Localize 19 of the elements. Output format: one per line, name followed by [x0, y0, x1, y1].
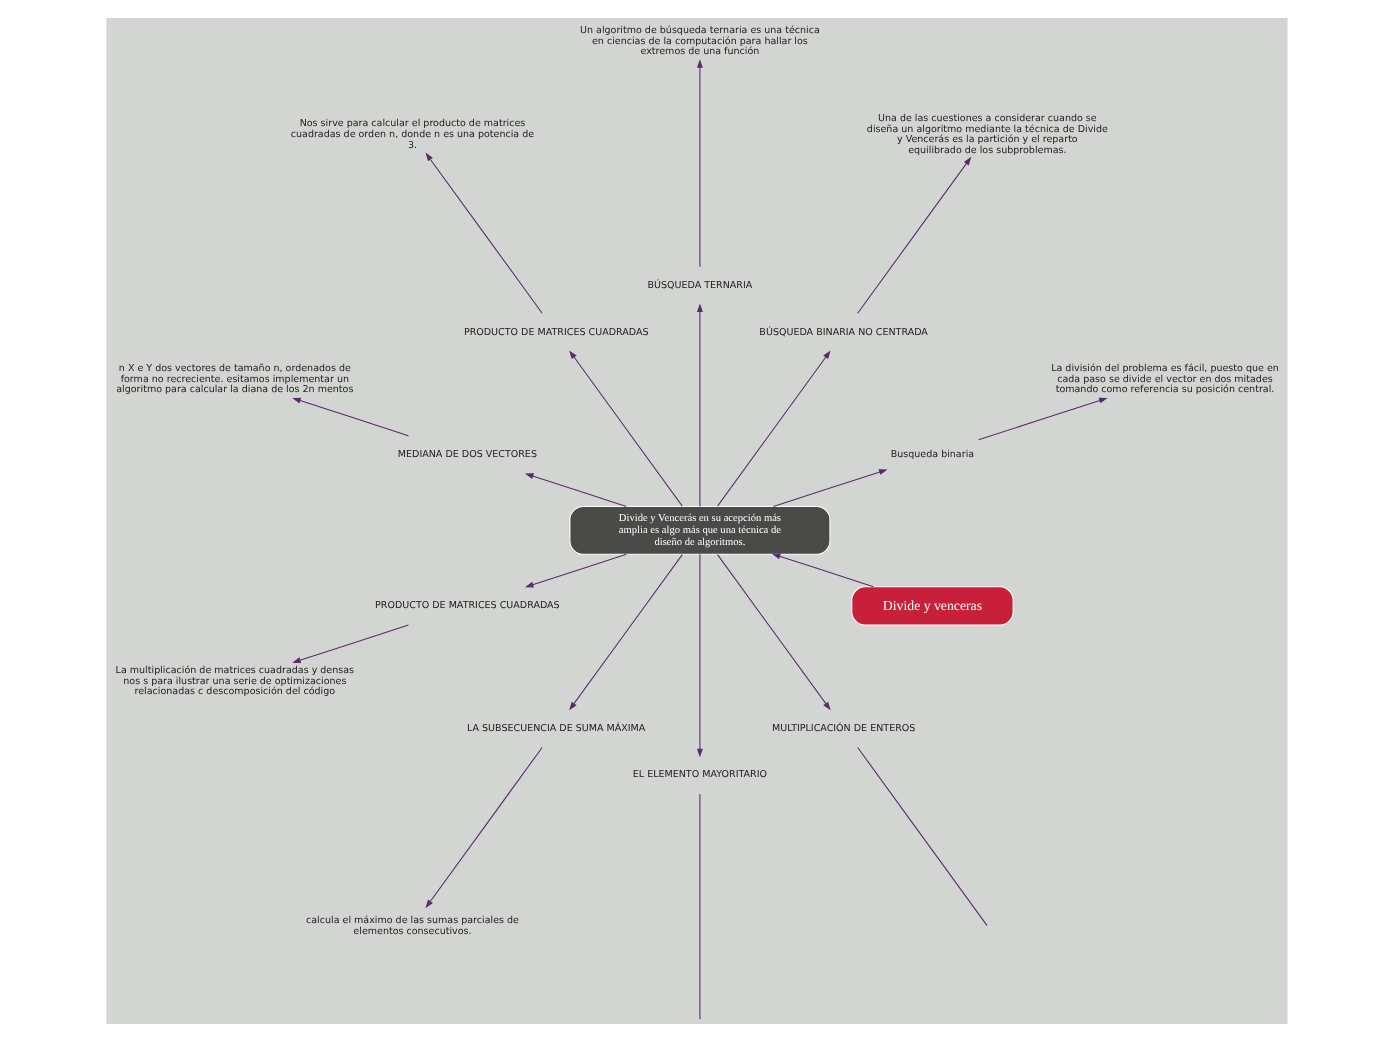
arrow — [695, 552, 702, 757]
arrow — [568, 349, 682, 506]
arrow — [716, 553, 830, 710]
arrow — [977, 396, 1107, 440]
arrow — [856, 155, 971, 313]
arrow — [695, 58, 702, 267]
arrow — [291, 396, 408, 436]
arrow — [771, 468, 887, 506]
arrow — [424, 745, 542, 908]
arrow — [524, 552, 626, 587]
connector — [856, 745, 987, 926]
connector — [698, 792, 700, 1019]
arrow — [291, 623, 408, 663]
arrow — [770, 552, 873, 587]
arrow — [524, 472, 626, 506]
arrow — [568, 553, 682, 710]
arrow — [424, 151, 542, 313]
arrow — [716, 349, 830, 506]
arrow — [695, 302, 702, 506]
